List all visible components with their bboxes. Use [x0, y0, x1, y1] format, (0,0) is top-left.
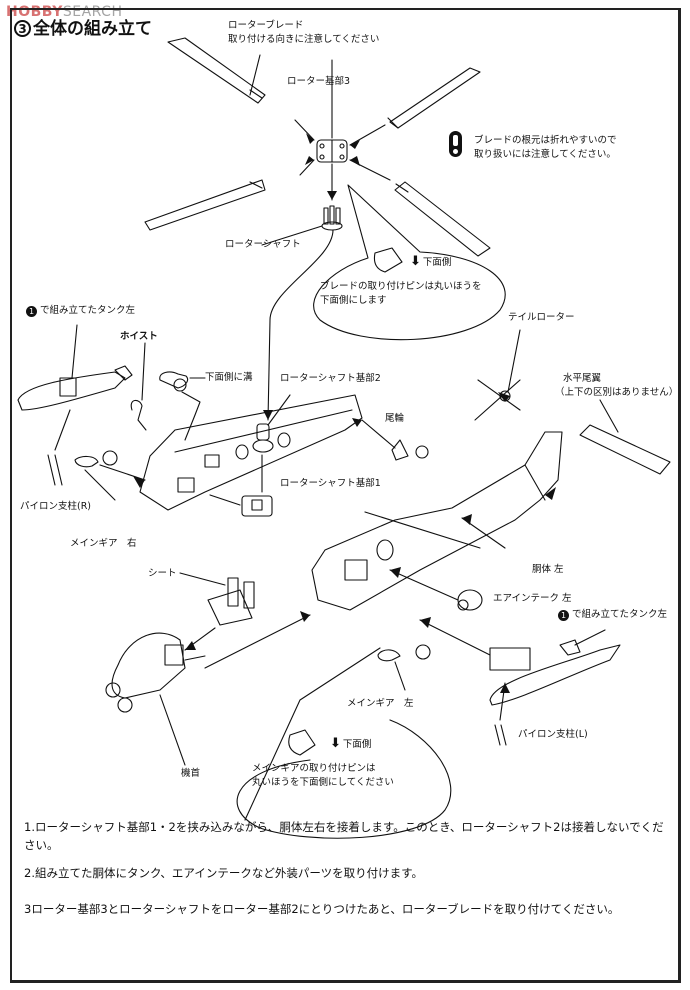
rotor-shaft — [321, 205, 343, 231]
label-blade-pin: ブレードの取り付けピンは丸いほうを 下面側にします — [320, 280, 482, 308]
label-rotor-shaft-base-2: ローターシャフト基部2 — [280, 373, 381, 384]
fuselage-right-half — [139, 394, 363, 511]
step-number-badge: 3 — [14, 20, 31, 37]
step-1-badge: 1 — [26, 306, 37, 317]
instruction-2: 2.組み立てた胴体にタンク、エアインテークなど外装パーツを取り付けます。 — [24, 866, 423, 880]
rotor-shaft-base-2 — [252, 423, 274, 453]
label-gear-pin-line2: 丸いほうを下面側にしてください — [252, 777, 394, 788]
label-underside-groove: 下面側に溝 — [205, 372, 253, 383]
label-tail-wheel: 尾輪 — [385, 413, 405, 424]
label-h-stab-line1: 水平尾翼 — [563, 373, 602, 384]
label-tail-rotor: テイルローター — [508, 312, 575, 323]
label-main-gear-left: メインギア 左 — [347, 698, 414, 709]
label-caution-line2: 取り扱いには注意してください。 — [474, 149, 616, 160]
instruction-1: 1.ローターシャフト基部1・2を挟み込みながら、胴体左右を接着します。このとき、… — [24, 820, 664, 852]
label-rotor-blade-line1: ローターブレード — [228, 20, 304, 31]
label-horizontal-stabilizer: 水平尾翼 （上下の区別はありません） — [555, 372, 678, 400]
fuselage-left — [311, 431, 563, 611]
pylon-strut-r — [47, 454, 63, 486]
label-gear-pin-line1: メインギアの取り付けピンは — [252, 763, 376, 774]
label-rotor-blade: ローターブレード 取り付ける向きに注意してください — [228, 19, 379, 47]
instruction-3: 3ローター基部3とローターシャフトをローター基部2にとりつけたあと、ローターブレ… — [24, 902, 620, 916]
label-hoist: ホイスト — [120, 331, 158, 342]
label-gear-underside-text: 下面側 — [342, 739, 372, 750]
page-frame — [10, 8, 681, 983]
label-blade-pin-line1: ブレードの取り付けピンは丸いほうを — [320, 281, 482, 292]
rotor-shaft-base-1 — [241, 495, 273, 517]
label-gear-underside: ⬇下面側 — [330, 737, 371, 752]
tank-left-bottom — [489, 629, 621, 706]
horizontal-stabilizer — [579, 424, 671, 475]
label-caution: ブレードの根元は折れやすいので 取り扱いには注意してください。 — [474, 134, 617, 162]
exclamation-icon — [449, 131, 462, 157]
down-arrow-icon: ⬇ — [330, 736, 341, 751]
label-pylon-strut-r: パイロン支柱(R) — [20, 501, 92, 512]
label-seat: シート — [148, 568, 177, 579]
rotor-blade-top-right — [387, 67, 481, 129]
label-rotor-shaft-base-1: ローターシャフト基部1 — [280, 478, 381, 489]
label-gear-pin: メインギアの取り付けピンは 丸いほうを下面側にしてください — [252, 762, 394, 790]
label-tank-left-bottom-text: で組み立てたタンク左 — [572, 609, 668, 620]
label-nose: 機首 — [181, 768, 201, 779]
nose-section — [105, 632, 206, 713]
label-blade-underside: ⬇下面側 — [410, 255, 451, 270]
label-rotor-blade-line2: 取り付ける向きに注意してください — [228, 34, 380, 45]
label-main-gear-right: メインギア 右 — [70, 538, 137, 549]
label-pylon-strut-l: パイロン支柱(L) — [518, 729, 588, 740]
tail-rotor — [474, 329, 521, 421]
label-rotor-hub-3: ローター基部3 — [287, 76, 351, 87]
label-fuselage-left: 胴体 左 — [532, 564, 564, 575]
pylon-strut-l — [494, 724, 507, 746]
label-air-intake-left: エアインテーク 左 — [493, 593, 572, 604]
rotor-blade-bottom-left — [144, 179, 266, 231]
label-h-stab-line2: （上下の区別はありません） — [555, 387, 679, 398]
label-blade-underside-text: 下面側 — [422, 257, 452, 268]
down-arrow-icon: ⬇ — [410, 254, 421, 269]
seat — [207, 577, 255, 626]
tail-wheel — [391, 439, 429, 461]
label-blade-pin-line2: 下面側にします — [320, 295, 387, 306]
label-caution-line1: ブレードの根元は折れやすいので — [474, 135, 617, 146]
air-intake-left — [457, 589, 483, 611]
rotor-hub-3 — [316, 139, 348, 163]
tank-left-top — [17, 324, 133, 411]
title-text: 全体の組み立て — [33, 19, 152, 39]
label-rotor-shaft: ローターシャフト — [225, 239, 301, 250]
label-tank-left-top-text: で組み立てたタンク左 — [40, 305, 136, 316]
rotor-blade-bottom-right — [394, 181, 491, 257]
rotor-blade-top-left — [167, 37, 266, 104]
step-1-badge: 1 — [558, 610, 569, 621]
